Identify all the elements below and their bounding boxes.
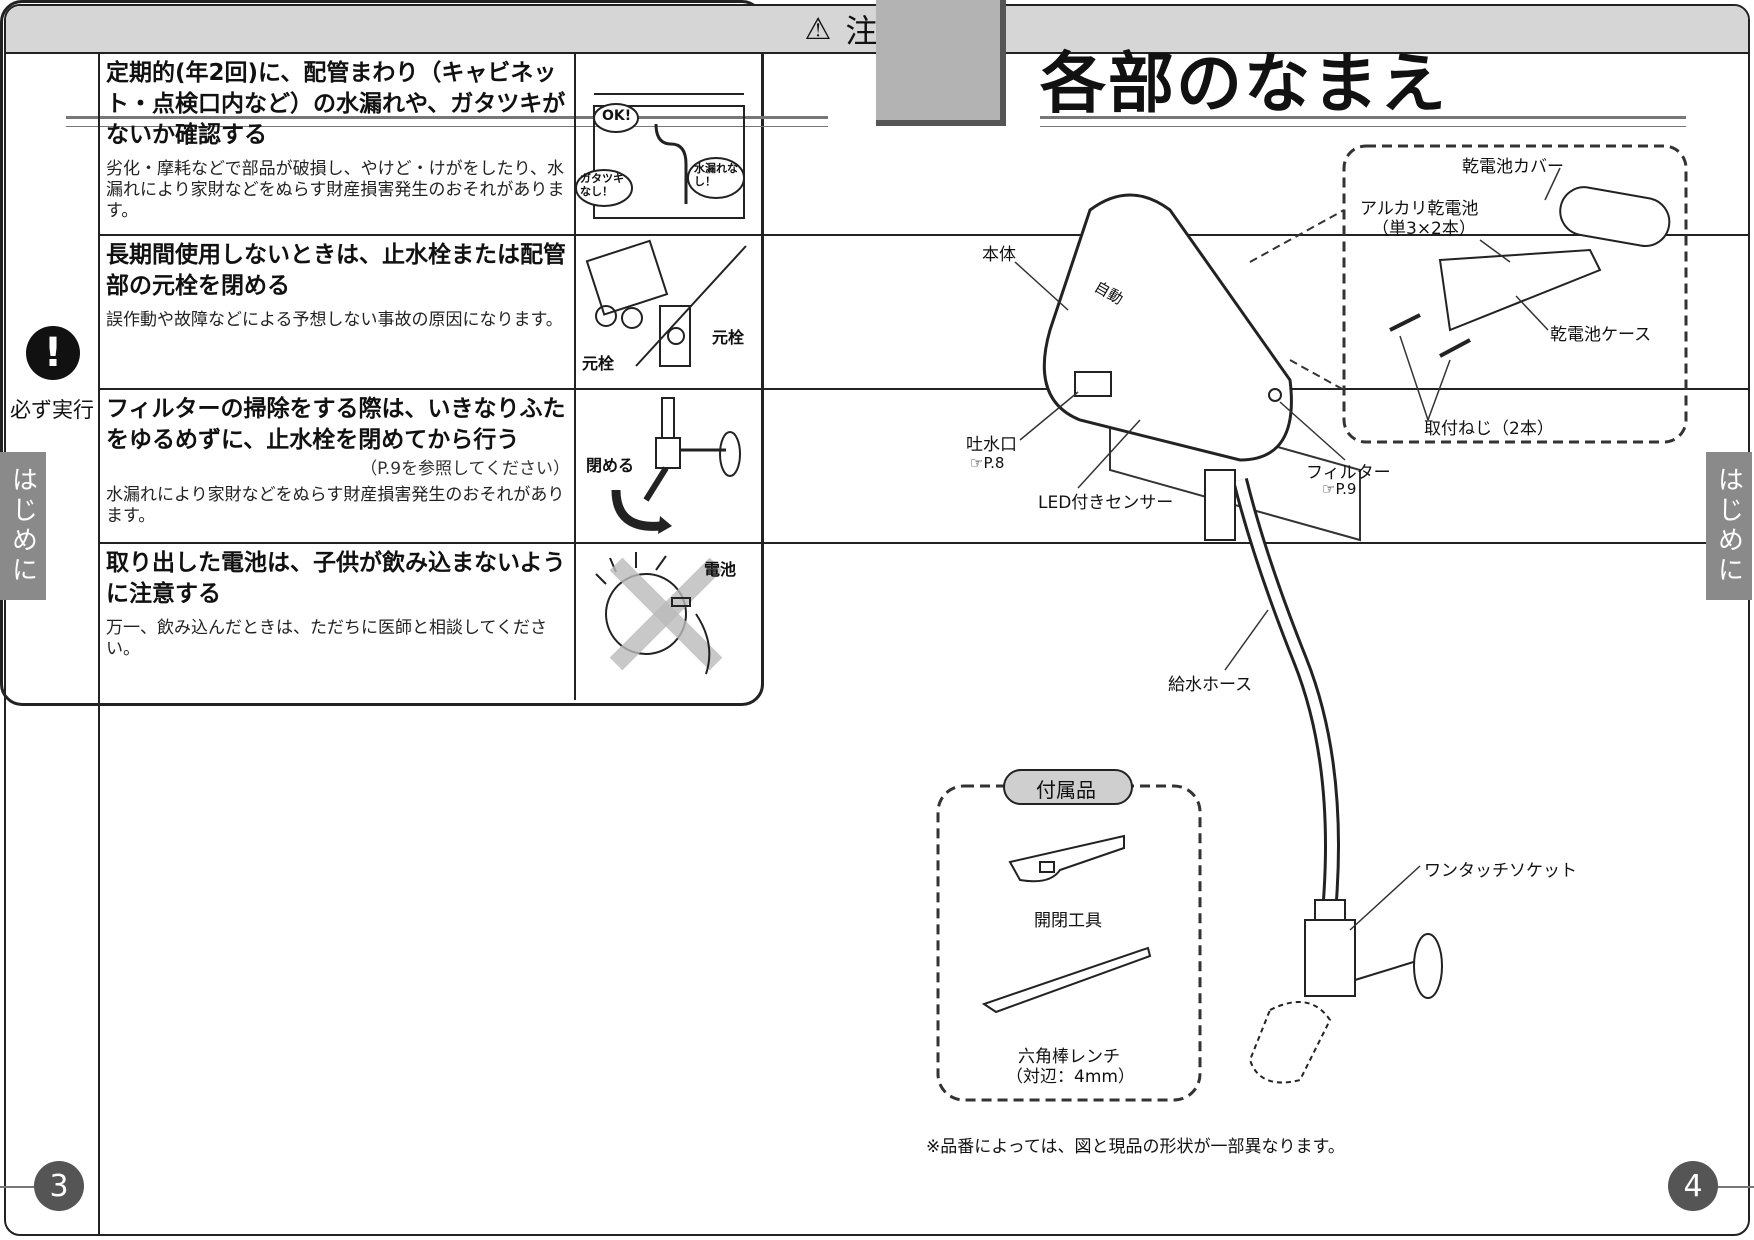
spout-ref: P.8 <box>983 454 1005 472</box>
row-heading: 定期的(年2回)に、配管まわり（キャビネット・点検口内など）の水漏れや、ガタツキ… <box>106 60 566 148</box>
stop-valve-illustration: 閉める <box>574 390 1748 542</box>
caution-row: 長期間使用しないときは、止水栓または配管部の元栓を閉める 誤作動や故障などによる… <box>100 236 1748 390</box>
battery-label: 電池 <box>704 560 737 579</box>
no-wobble-label: ガタツキなし！ <box>580 172 624 198</box>
opening-tool-label: 開閉工具 <box>1034 911 1102 931</box>
row-reference: （P.9を参照してください） <box>360 459 570 479</box>
row-heading: 長期間使用しないときは、止水栓または配管部の元栓を閉める <box>106 242 566 299</box>
valve-illustration-icon <box>585 239 747 367</box>
valve-dashed <box>1248 1001 1332 1084</box>
socket-shape <box>1304 919 1356 997</box>
cabinet-illustration-icon <box>575 93 745 219</box>
caution-row: フィルターの掃除をする際は、いきなりふたをゆるめずに、止水栓を閉めてから行う （… <box>100 390 1748 544</box>
spout-ref-label: ☞P.8 <box>970 454 1004 472</box>
close-label: 閉める <box>586 456 635 475</box>
ok-label: OK! <box>602 108 632 124</box>
led-sensor-label: LED付きセンサー <box>1038 493 1174 513</box>
battery-detail-box <box>1342 144 1688 444</box>
filter-label: フィルター <box>1306 463 1391 483</box>
page-title: 各部のなまえ <box>1040 45 1448 122</box>
screws-label: 取付ねじ（2本） <box>1424 419 1554 439</box>
page-number-left: 3 <box>34 1161 84 1211</box>
child-battery-illustration: 電池 <box>574 544 1748 700</box>
row-heading: 取り出した電池は、子供が飲み込まないように注意する <box>106 550 566 607</box>
spout-label: 吐水口 <box>966 435 1017 455</box>
child-battery-icon <box>595 552 723 675</box>
battery-case-label: 乾電池ケース <box>1550 325 1652 345</box>
filter-ref: P.9 <box>1335 480 1357 498</box>
caution-row: 取り出した電池は、子供が飲み込まないように注意する 万一、飲み込んだときは、ただ… <box>100 544 1748 700</box>
row-description: 誤作動や故障などによる予想しない事故の原因になります。 <box>106 310 563 330</box>
right-header-rule <box>1040 116 1686 119</box>
supply-hose-label: 給水ホース <box>1168 675 1253 695</box>
battery-spec-label: （単3×2本） <box>1372 219 1476 239</box>
faucet-body <box>1042 193 1293 462</box>
battery-cover-label: 乾電池カバー <box>1462 157 1564 177</box>
battery-case-shape <box>1438 248 1602 332</box>
pointing-hand-icon: ☞ <box>1322 480 1336 498</box>
side-tab-right: はじめに <box>1706 452 1752 600</box>
cabinet-inspection-illustration: OK! ガタツキなし！ 水漏れなし！ <box>574 54 1748 234</box>
filter-ref-label: ☞P.9 <box>1322 480 1356 498</box>
row-description: 水漏れにより家財などをぬらす財産損害発生のおそれがあります。 <box>106 485 565 526</box>
page-number-right: 4 <box>1668 1161 1718 1211</box>
must-label: 必ず実行 <box>10 398 94 422</box>
filter-cap <box>1268 388 1282 402</box>
right-header-rule-thin <box>1040 126 1686 127</box>
main-valve-label: 元栓 <box>712 328 745 347</box>
opening-tool-shape <box>1008 834 1125 883</box>
main-valve-illustration: 元栓 元栓 <box>574 236 1748 388</box>
spout-outlet <box>1074 371 1112 397</box>
body-label: 本体 <box>982 245 1016 265</box>
accessories-title: 付属品 <box>1036 778 1096 802</box>
row-description: 劣化・摩耗などで部品が破損し、やけど・けがをしたり、水漏れにより家財などをぬらす… <box>106 159 565 221</box>
alkaline-battery-label: アルカリ乾電池 <box>1360 199 1479 219</box>
page-number-line-left <box>0 1186 40 1188</box>
row-heading: フィルターの掃除をする際は、いきなりふたをゆるめずに、止水栓を閉めてから行う <box>106 396 566 453</box>
stop-valve-icon <box>611 397 741 534</box>
hex-wrench-shape <box>981 946 1152 1014</box>
title-gray-block <box>876 0 1006 126</box>
exclamation-icon: ! <box>26 326 80 380</box>
left-header-rule <box>66 116 828 119</box>
hex-wrench-label: 六角棒レンチ <box>1018 1047 1120 1067</box>
left-header-rule-thin <box>66 126 828 127</box>
footnote: ※品番によっては、図と現品の形状が一部異なります。 <box>926 1137 1345 1157</box>
pointing-hand-icon: ☞ <box>970 454 984 472</box>
row-description: 万一、飲み込んだときは、ただちに医師と相談してください。 <box>106 618 547 659</box>
main-valve-label: 元栓 <box>582 354 615 373</box>
no-leak-label: 水漏れなし！ <box>694 162 738 188</box>
socket-label: ワンタッチソケット <box>1424 861 1577 881</box>
side-tab-left: はじめに <box>0 452 46 600</box>
battery-cover-shape <box>1559 186 1671 247</box>
must-column: ! 必ず実行 <box>6 54 100 1234</box>
accessories-header-pill <box>1003 769 1133 805</box>
page-number-line-right <box>1716 1186 1754 1188</box>
hex-wrench-spec: （対辺：4mm） <box>1006 1067 1135 1087</box>
caution-row: 定期的(年2回)に、配管まわり（キャビネット・点検口内など）の水漏れや、ガタツキ… <box>100 54 1748 236</box>
